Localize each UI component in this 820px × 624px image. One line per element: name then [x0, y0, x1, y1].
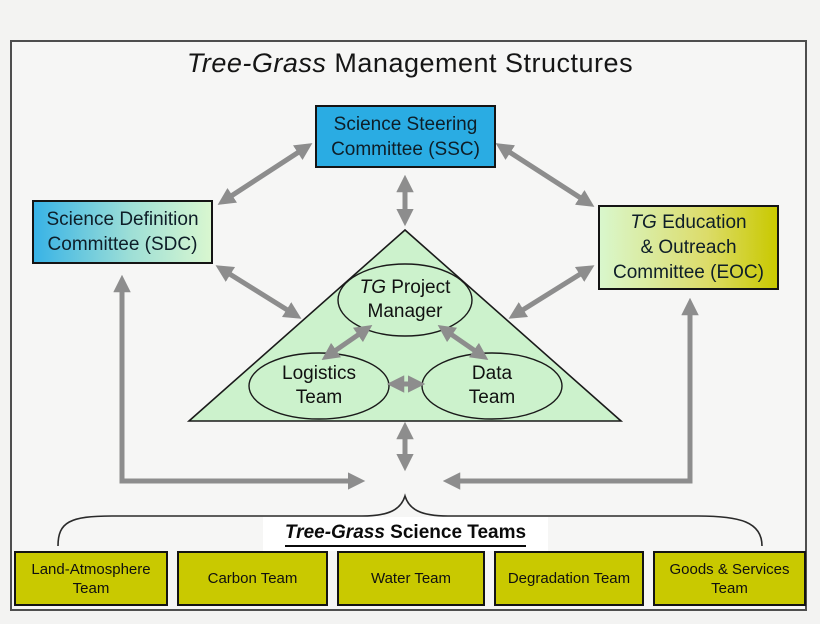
node-sdc: Science Definition Committee (SDC)	[32, 200, 213, 264]
science-teams-label-rest: Science Teams	[384, 521, 527, 543]
science-teams-label-text: Tree-Grass Science Teams	[284, 521, 527, 547]
arrow-teams-eoc-elbow-icon	[442, 297, 699, 490]
data-team-line1: Data	[471, 363, 513, 384]
team-box-carbon: Carbon Team	[177, 551, 328, 606]
pm-label: TG Project Manager	[339, 272, 471, 328]
arrow-teams-sdc-elbow-icon	[113, 274, 366, 490]
pm-line1: TG Project	[360, 276, 451, 300]
data-team-line2: Team	[468, 387, 516, 408]
arrow-ssc-eoc-icon	[495, 143, 595, 207]
team-box-water: Water Team	[337, 551, 485, 606]
node-ssc: Science Steering Committee (SSC)	[315, 105, 496, 168]
pm-line2: Manager	[367, 301, 443, 322]
arrow-sdc-triangle-icon	[215, 265, 302, 319]
sdc-line2: Committee (SDC)	[47, 234, 198, 255]
science-teams-brace-icon	[57, 493, 763, 547]
team-box-degradation: Degradation Team	[494, 551, 644, 606]
node-eoc: TG Education & Outreach Committee (EOC)	[598, 205, 779, 290]
science-teams-label-italic: Tree-Grass	[284, 521, 385, 543]
eoc-line2: & Outreach	[640, 237, 737, 258]
eoc-line3: Committee (EOC)	[613, 262, 764, 283]
logistics-label: Logistics Team	[250, 360, 388, 412]
science-teams-row: Land-Atmosphere Team Carbon Team Water T…	[14, 551, 806, 606]
pm-tg: TG	[359, 277, 386, 298]
logistics-line2: Team	[295, 387, 343, 408]
data-team-label: Data Team	[423, 360, 561, 412]
pm-line1-rest: Project	[385, 277, 451, 298]
arrow-sdc-ssc-icon	[217, 143, 313, 205]
team-box-goods-services: Goods & Services Team	[653, 551, 806, 606]
team-box-land-atmosphere: Land-Atmosphere Team	[14, 551, 168, 606]
logistics-line1: Logistics	[282, 363, 356, 384]
ssc-line2: Committee (SSC)	[331, 138, 480, 160]
title-rest: Management Structures	[326, 48, 634, 78]
eoc-line1-rest: Education	[656, 212, 747, 233]
arrow-eoc-triangle-icon	[508, 265, 595, 319]
sdc-line1: Science Definition	[46, 209, 199, 230]
page-title: Tree-Grass Management Structures	[0, 48, 820, 79]
science-teams-label: Tree-Grass Science Teams	[263, 517, 548, 551]
eoc-tg: TG	[630, 212, 657, 233]
eoc-line1: TG Education	[630, 210, 746, 235]
title-italic-part: Tree-Grass	[186, 48, 327, 78]
ssc-line1: Science Steering	[333, 113, 478, 135]
